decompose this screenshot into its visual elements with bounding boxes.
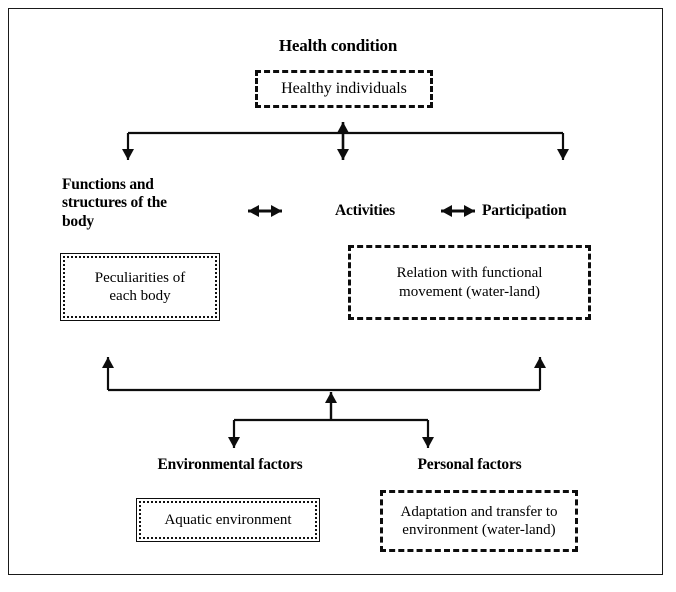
activities-box[interactable]: Relation with functional movement (water… [348, 245, 591, 320]
environmental-factors-box[interactable]: Aquatic environment [136, 498, 320, 542]
health-condition-box[interactable]: Healthy individuals [255, 70, 433, 108]
participation-label: Participation [482, 202, 567, 219]
diagram-frame [8, 8, 663, 575]
personal-factors-label: Personal factors [417, 456, 522, 473]
health-condition-title: Health condition [278, 36, 398, 55]
activities-label: Activities [335, 202, 395, 219]
personal-factors-box[interactable]: Adaptation and transfer to environment (… [380, 490, 578, 552]
body-functions-label: Functions and structures of the body [62, 176, 167, 230]
body-functions-box[interactable]: Peculiarities of each body [60, 253, 220, 321]
environmental-factors-label: Environmental factors [157, 456, 303, 473]
